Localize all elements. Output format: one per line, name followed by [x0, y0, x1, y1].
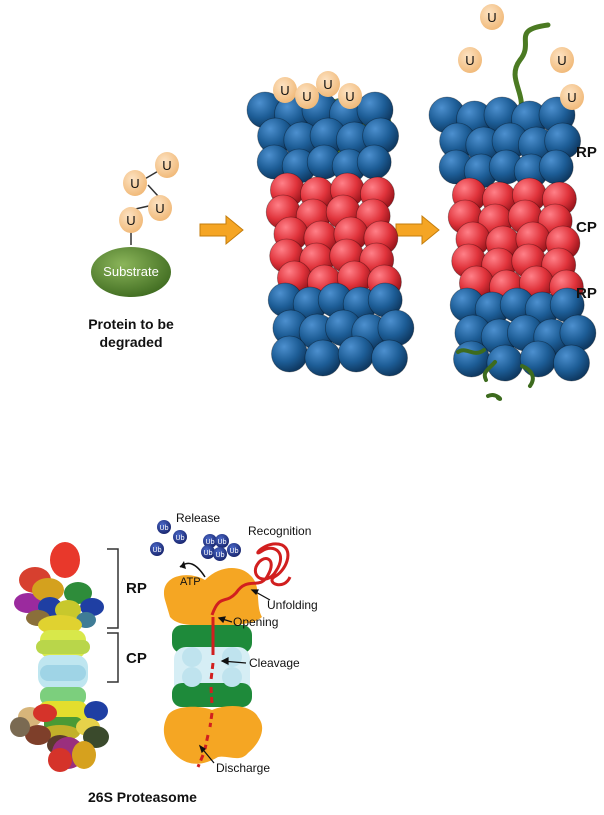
rp-subunit [519, 340, 557, 378]
label-cp-bottom: CP [126, 650, 147, 667]
ub-1: U [119, 207, 143, 233]
arrow-1-icon [199, 214, 244, 246]
svg-text:U: U [302, 89, 311, 104]
free-ub: U U U U [458, 4, 584, 110]
svg-text:U: U [162, 158, 171, 173]
svg-text:Ub: Ub [176, 535, 185, 542]
ub-2: U [148, 195, 172, 221]
peptide-fragments [456, 348, 535, 401]
svg-text:U: U [487, 10, 496, 25]
proteasome-26s-model [10, 542, 109, 772]
substrate-blob [91, 247, 171, 297]
svg-text:U: U [155, 201, 164, 216]
arrow-2-icon [395, 214, 440, 246]
svg-text:U: U [130, 176, 139, 191]
rp-subunit [356, 144, 392, 180]
label-opening: Opening [233, 615, 278, 629]
svg-text:Ub: Ub [153, 547, 162, 554]
rp-subunit [538, 149, 574, 185]
bottom-diagram: RP CP Ub Ub Ub Ub Ub Ub [10, 511, 318, 805]
svg-text:U: U [557, 53, 566, 68]
svg-text:Ub: Ub [216, 552, 225, 559]
svg-text:U: U [280, 83, 289, 98]
rp-subunit [271, 335, 308, 373]
svg-text:Ub: Ub [204, 550, 213, 557]
proteasome-schematic: Ub Ub Ub Ub Ub Ub Ub Ub [150, 520, 292, 768]
svg-text:U: U [465, 53, 474, 68]
label-rp-bottom: RP [576, 285, 597, 302]
svg-text:U: U [323, 77, 332, 92]
proteasome-binding: U U U U [246, 71, 415, 377]
label-release: Release [176, 511, 220, 525]
rp-subunit [377, 309, 415, 347]
rp-subunit [371, 339, 408, 377]
label-26s-proteasome: 26S Proteasome [88, 789, 197, 805]
proteasome-degrading: U U U U [428, 4, 597, 401]
substrate-group: U U U U [91, 152, 179, 297]
svg-text:U: U [345, 89, 354, 104]
label-unfolding: Unfolding [267, 598, 318, 612]
svg-text:Ub: Ub [230, 548, 239, 555]
label-recognition: Recognition [248, 524, 311, 538]
svg-text:Ub: Ub [160, 525, 169, 532]
label-cp: CP [576, 219, 597, 236]
ub-4: U [155, 152, 179, 178]
rp-subunit [337, 335, 375, 373]
bracket-rp [107, 548, 119, 683]
label-atp: ATP [180, 576, 201, 588]
ub-3: U [123, 170, 147, 196]
label-discharge: Discharge [216, 761, 270, 775]
svg-text:Ub: Ub [218, 539, 227, 546]
substrate-label: Substrate [103, 264, 159, 279]
rp-subunit [553, 344, 590, 382]
unfolded-chain [512, 22, 551, 121]
label-cleavage: Cleavage [249, 656, 300, 670]
substrate-caption-2: degraded [99, 334, 162, 350]
rp-subunit [559, 314, 597, 352]
substrate-caption-1: Protein to be [88, 316, 174, 332]
svg-text:U: U [126, 213, 135, 228]
label-rp: RP [126, 580, 147, 597]
svg-text:U: U [567, 90, 576, 105]
ub-chain-bound: U U U U [273, 71, 362, 109]
top-diagram: U U U U U U U U [88, 4, 597, 401]
rp-subunit [304, 339, 342, 377]
label-rp-top: RP [576, 144, 597, 161]
svg-text:Ub: Ub [206, 539, 215, 546]
